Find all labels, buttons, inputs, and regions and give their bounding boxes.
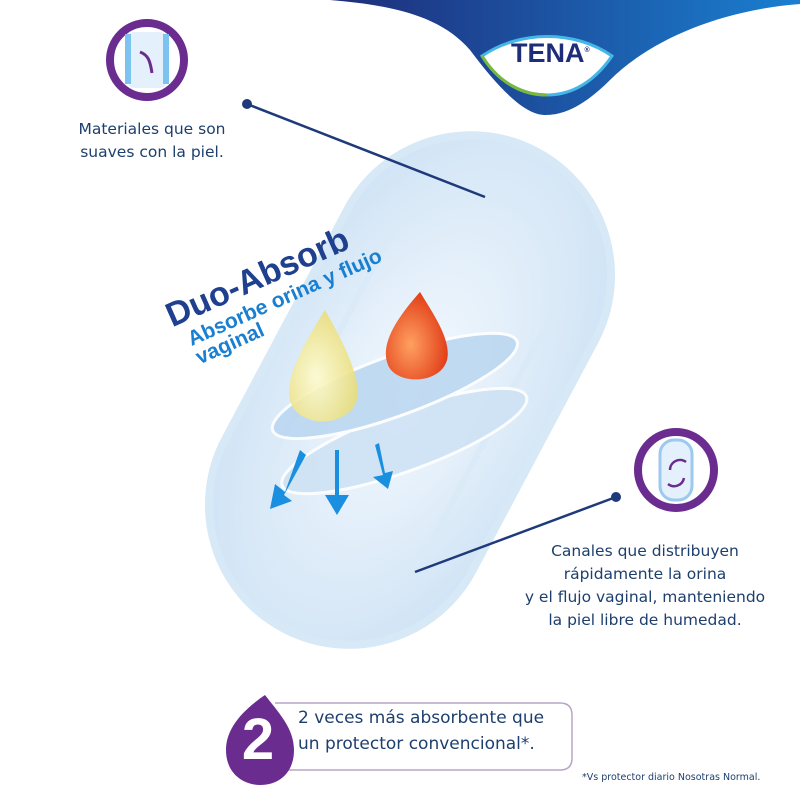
footnote: *Vs protector diario Nosotras Normal. [582, 772, 761, 783]
feature-channels-line: rápidamente la orina [563, 565, 727, 583]
soft-material-icon [106, 19, 188, 101]
pointer-line-channels [414, 492, 621, 574]
blood-drop-icon [385, 292, 448, 380]
channels-icon [634, 428, 718, 512]
feature-channels-line: Canales que distribuyen [551, 542, 739, 560]
feature-channels-text: Canales que distribuyen rápidamente la o… [520, 540, 770, 632]
claim-box [275, 702, 573, 771]
feature-soft-line: suaves con la piel. [80, 143, 224, 161]
tena-logo[interactable]: TENA® [511, 38, 590, 69]
feature-channels-line: y el flujo vaginal, manteniendo [524, 588, 766, 606]
claim-text: 2 veces más absorbente que un protector … [298, 705, 544, 757]
pointer-line-soft [242, 99, 486, 199]
arrow-icons [270, 443, 393, 515]
purple-drop-icon [226, 695, 294, 785]
logo-text: TENA [511, 38, 585, 68]
urine-drop-icon [289, 310, 358, 422]
registered-mark: ® [584, 47, 590, 54]
feature-soft-line: Materiales que son [78, 120, 226, 138]
claim-line: un protector convencional*. [298, 734, 535, 754]
claim-line: 2 veces más absorbente que [298, 708, 545, 728]
feature-channels-line: la piel libre de humedad. [548, 611, 742, 629]
feature-soft-text: Materiales que son suaves con la piel. [62, 118, 242, 164]
claim-number: 2 [241, 707, 275, 772]
